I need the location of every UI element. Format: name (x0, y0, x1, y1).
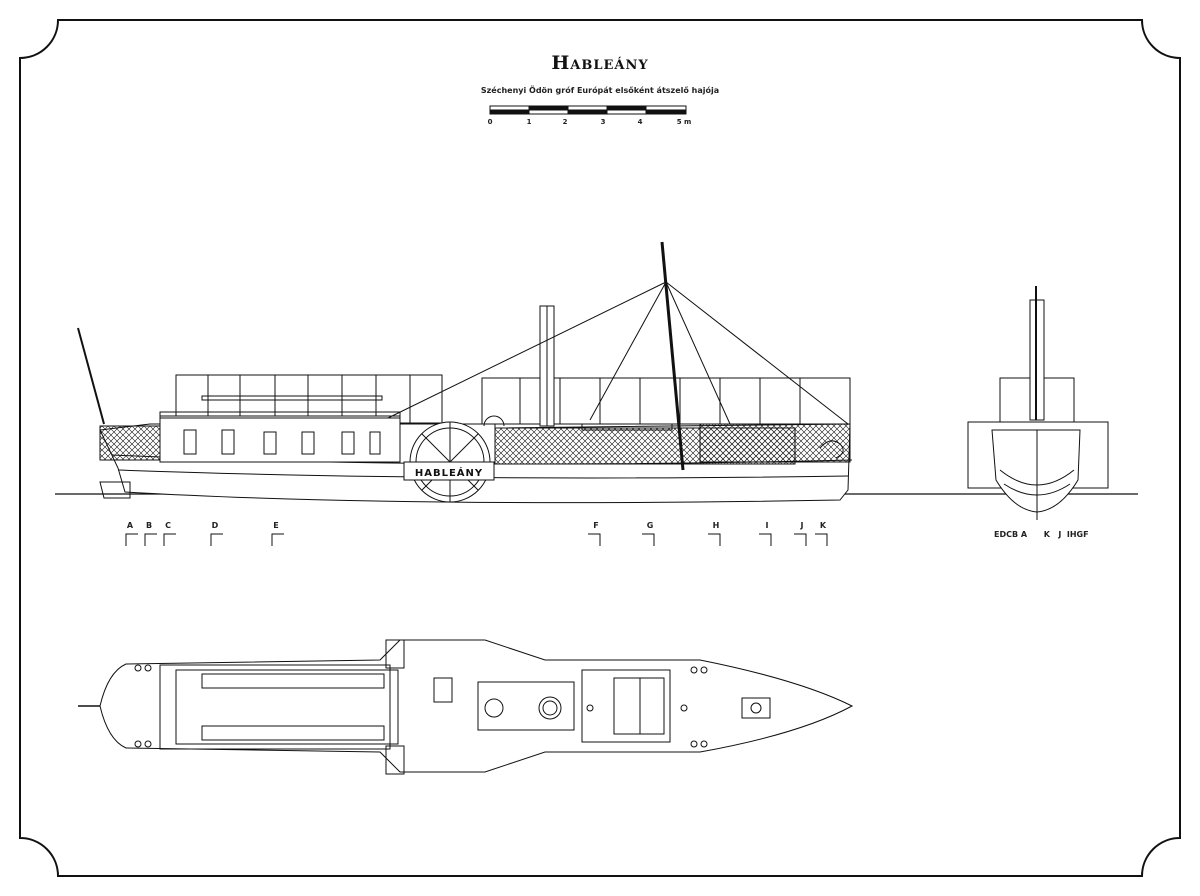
end-view-labels: EDCB A K J IHGF (994, 530, 1089, 539)
section-label: B (145, 521, 153, 530)
section-marker (125, 533, 138, 546)
section-marker (642, 533, 655, 546)
section-marker (271, 533, 284, 546)
scale-label: 2 (562, 118, 568, 126)
section-markers (125, 533, 828, 546)
section-label: F (593, 521, 599, 530)
section-marker (708, 533, 721, 546)
section-label: C (165, 521, 171, 530)
hull-lettering: HABLEÁNY (415, 466, 483, 479)
scale-label: 3 (600, 118, 606, 126)
side-elevation (77, 241, 853, 504)
scale-label: 4 (637, 118, 643, 126)
section-label: J (800, 521, 804, 530)
section-marker (588, 533, 601, 546)
plan-view (78, 639, 854, 775)
section-marker (210, 533, 223, 546)
section-marker (759, 533, 772, 546)
section-label: H (712, 521, 720, 530)
border-frame (19, 19, 1181, 877)
end-view (967, 286, 1109, 520)
section-label: G (646, 521, 654, 530)
drawing-subtitle: Széchenyi Ödön gróf Európát elsőként áts… (480, 86, 720, 95)
scale-label: 0 (487, 118, 493, 126)
scale-label: 5 m (676, 118, 692, 126)
section-marker (794, 533, 807, 546)
scale-bar (489, 105, 687, 115)
drawing-title: Hableány (551, 52, 649, 74)
section-marker (163, 533, 176, 546)
section-marker (144, 533, 157, 546)
section-label: D (211, 521, 219, 530)
section-label: I (765, 521, 769, 530)
section-label: E (273, 521, 279, 530)
section-label: K (819, 521, 827, 530)
section-label: A (126, 521, 134, 530)
scale-label: 1 (526, 118, 532, 126)
section-marker (815, 533, 828, 546)
